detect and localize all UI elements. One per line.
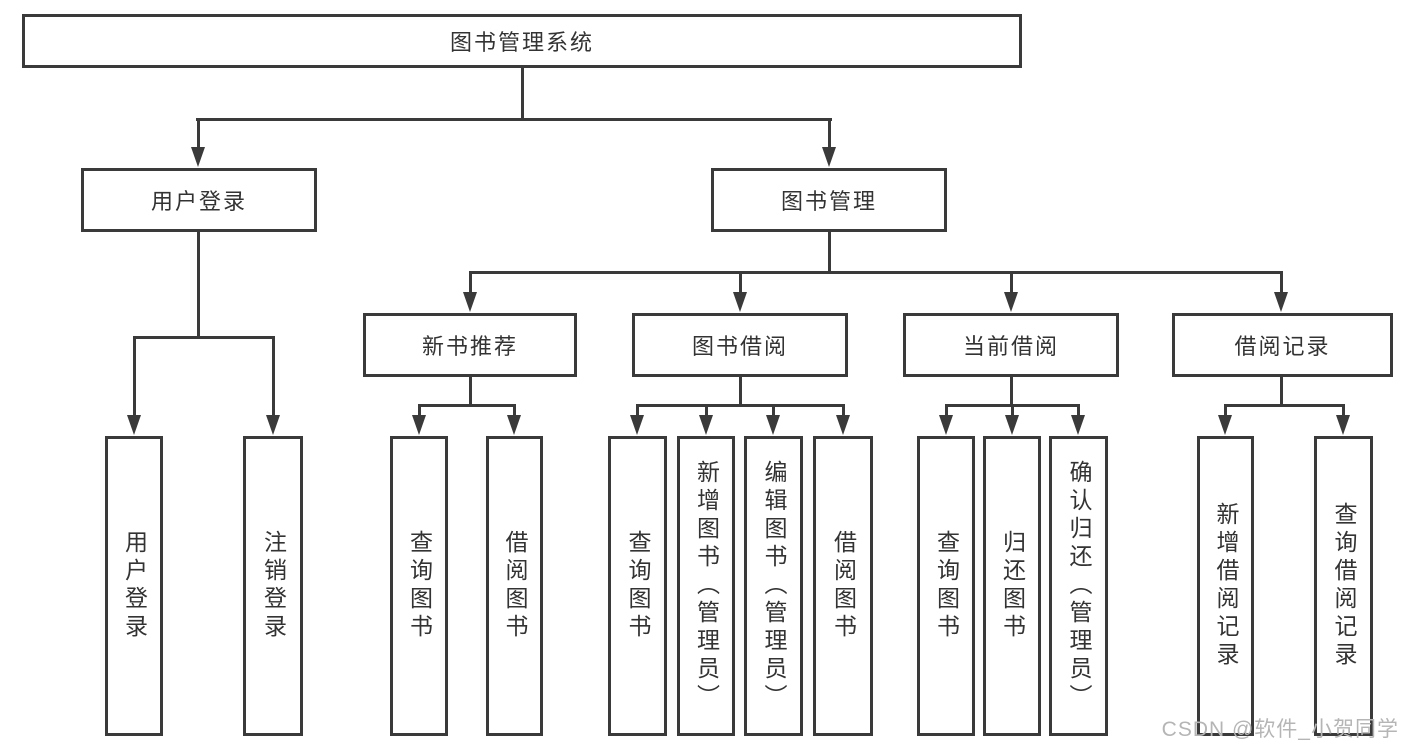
connector-drop [132,336,136,417]
arrow-down-icon [265,415,280,435]
node-label-leaf-query-books-1: 查询图书 [406,530,433,642]
connector-drop [827,118,831,149]
node-leaf-query-books-1: 查询图书 [390,436,448,736]
node-leaf-add-borrow-record: 新增借阅记录 [1197,436,1254,736]
connector-drop [1010,404,1014,417]
connector-drop [944,404,948,417]
connector-drop [1341,404,1345,417]
node-label-current-borrowing: 当前借阅 [962,334,1059,359]
node-leaf-query-books-2: 查询图书 [608,436,667,736]
connector-drop [417,404,421,417]
node-borrowing-records: 借阅记录 [1172,313,1393,377]
arrow-down-icon [765,415,780,435]
arrow-down-icon [1004,415,1019,435]
arrow-down-icon [506,415,521,435]
arrow-down-icon [1217,415,1232,435]
arrow-down-icon [1070,415,1085,435]
connector-stem-book-borrowing-children [738,377,742,407]
node-label-leaf-query-books-3: 查询图书 [933,530,960,642]
connector-drop [1223,404,1227,417]
connector-drop [196,118,200,149]
node-book-borrowing: 图书借阅 [632,313,848,377]
arrow-down-icon [1273,292,1288,312]
node-user-login: 用户登录 [81,168,317,232]
node-label-leaf-query-borrow-record: 查询借阅记录 [1331,502,1357,670]
node-leaf-confirm-return: 确认归还（管理员） [1049,436,1108,736]
connector-stem-current-borrowing-children [1009,377,1013,407]
csdn-watermark: CSDN @软件_小贺同学 [1161,718,1399,741]
arrow-down-icon [190,147,205,167]
node-label-leaf-user-login: 用户登录 [121,530,148,642]
node-leaf-edit-books: 编辑图书（管理员） [744,436,803,736]
arrow-down-icon [411,415,426,435]
node-label-book-management: 图书管理 [780,189,877,214]
node-root: 图书管理系统 [22,14,1022,68]
connector-drop [1009,271,1013,294]
connector-drop [1279,271,1283,294]
connector-drop [271,336,275,417]
node-leaf-borrow-books-1: 借阅图书 [486,436,543,736]
node-label-book-borrowing: 图书借阅 [691,334,788,359]
arrow-down-icon [126,415,141,435]
connector-rail-new-book-recommend-children [417,404,516,407]
node-label-borrowing-records: 借阅记录 [1234,334,1331,359]
node-new-book-recommend: 新书推荐 [363,313,577,377]
node-label-leaf-query-books-2: 查询图书 [625,530,651,642]
connector-drop [738,271,742,294]
connector-drop [635,404,639,417]
node-label-leaf-logout: 注销登录 [260,530,287,642]
connector-rail-user-login-children [132,336,275,339]
arrow-down-icon [732,292,747,312]
connector-rail-book-borrowing-children [635,404,845,407]
arrow-down-icon [629,415,644,435]
node-book-management: 图书管理 [711,168,947,232]
connector-stem-new-book-recommend-children [468,377,472,407]
connector-drop [1076,404,1080,417]
arrow-down-icon [835,415,850,435]
node-leaf-query-borrow-record: 查询借阅记录 [1314,436,1373,736]
connector-drop [468,271,472,294]
connector-rail-book-management-children [468,271,1283,274]
connector-rail-root-to-level2 [195,118,832,121]
node-leaf-add-books: 新增图书（管理员） [677,436,735,736]
arrow-down-icon [821,147,836,167]
node-label-leaf-borrow-books-1: 借阅图书 [502,530,528,642]
node-label-user-login: 用户登录 [150,189,247,214]
node-leaf-logout: 注销登录 [243,436,303,736]
arrow-down-icon [1003,292,1018,312]
arrow-down-icon [938,415,953,435]
connector-stem-root-to-level2 [520,68,524,121]
arrow-down-icon [698,415,713,435]
node-label-root: 图书管理系统 [449,30,594,55]
connector-stem-borrowing-records-children [1279,377,1283,407]
node-current-borrowing: 当前借阅 [903,313,1119,377]
node-leaf-return-books: 归还图书 [983,436,1041,736]
node-leaf-query-books-3: 查询图书 [917,436,975,736]
node-label-leaf-edit-books: 编辑图书（管理员） [761,460,787,712]
connector-drop [841,404,845,417]
node-label-leaf-borrow-books-2: 借阅图书 [830,530,857,642]
connector-drop [512,404,516,417]
connector-drop [704,404,708,417]
node-label-leaf-confirm-return: 确认归还（管理员） [1066,460,1092,712]
arrow-down-icon [462,292,477,312]
node-label-leaf-add-borrow-record: 新增借阅记录 [1213,502,1239,670]
node-leaf-borrow-books-2: 借阅图书 [813,436,873,736]
connector-stem-book-management-children [827,232,831,274]
node-leaf-user-login: 用户登录 [105,436,163,736]
node-label-new-book-recommend: 新书推荐 [421,334,518,359]
node-label-leaf-add-books: 新增图书（管理员） [693,460,720,712]
connector-stem-user-login-children [196,232,200,339]
arrow-down-icon [1335,415,1350,435]
node-label-leaf-return-books: 归还图书 [999,530,1026,642]
connector-rail-borrowing-records-children [1223,404,1345,407]
connector-drop [771,404,775,417]
